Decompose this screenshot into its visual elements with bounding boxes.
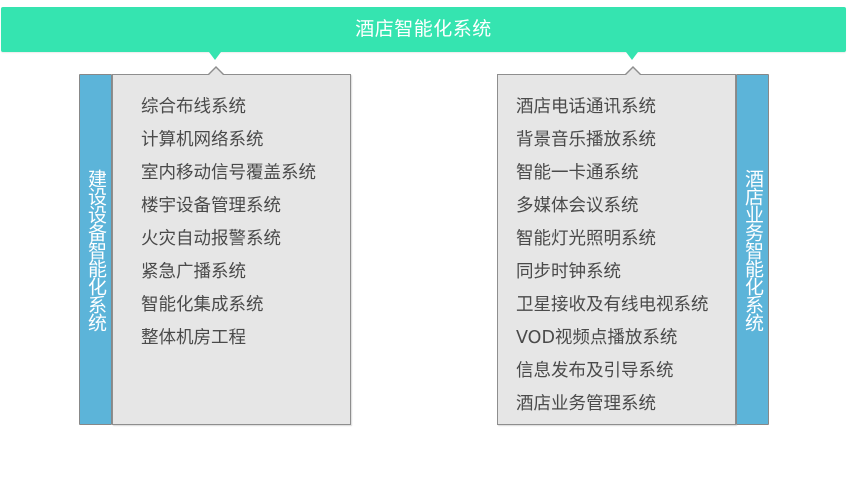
left-category-label: 建设设备智能化系统	[85, 168, 107, 331]
list-item: 背景音乐播放系统	[516, 130, 656, 150]
list-item: 酒店电话通讯系统	[516, 97, 656, 117]
right-category-bar: 酒店业务智能化系统	[736, 74, 769, 425]
list-item: 火灾自动报警系统	[141, 229, 281, 249]
banner-pointer-right	[626, 52, 638, 60]
list-item: VOD视频点播放系统	[516, 328, 678, 348]
list-item: 综合布线系统	[141, 97, 246, 117]
list-item: 卫星接收及有线电视系统	[516, 295, 709, 315]
list-item: 计算机网络系统	[141, 130, 264, 150]
list-item: 紧急广播系统	[141, 262, 246, 282]
list-item: 室内移动信号覆盖系统	[141, 163, 316, 183]
banner-pointer-left	[209, 52, 221, 60]
banner-title: 酒店智能化系统	[355, 18, 492, 40]
list-item: 智能灯光照明系统	[516, 229, 656, 249]
list-item: 楼宇设备管理系统	[141, 196, 281, 216]
left-panel-notch-fill	[208, 68, 224, 76]
right-category-label: 酒店业务智能化系统	[742, 168, 764, 331]
list-item: 智能化集成系统	[141, 295, 264, 315]
left-group: 建设设备智能化系统 综合布线系统 计算机网络系统 室内移动信号覆盖系统 楼宇设备…	[79, 66, 351, 425]
list-item: 多媒体会议系统	[516, 196, 639, 216]
list-item: 整体机房工程	[141, 328, 246, 348]
right-item-list: 酒店电话通讯系统 背景音乐播放系统 智能一卡通系统 多媒体会议系统 智能灯光照明…	[516, 91, 709, 421]
right-group: 酒店电话通讯系统 背景音乐播放系统 智能一卡通系统 多媒体会议系统 智能灯光照明…	[497, 66, 769, 425]
list-item: 酒店业务管理系统	[516, 394, 656, 414]
right-panel-notch-fill	[625, 68, 641, 76]
left-item-list: 综合布线系统 计算机网络系统 室内移动信号覆盖系统 楼宇设备管理系统 火灾自动报…	[141, 91, 316, 355]
left-category-bar: 建设设备智能化系统	[79, 74, 112, 425]
left-items-panel: 综合布线系统 计算机网络系统 室内移动信号覆盖系统 楼宇设备管理系统 火灾自动报…	[112, 66, 351, 425]
title-banner: 酒店智能化系统	[1, 7, 846, 52]
list-item: 智能一卡通系统	[516, 163, 639, 183]
list-item: 信息发布及引导系统	[516, 361, 674, 381]
list-item: 同步时钟系统	[516, 262, 621, 282]
right-items-panel: 酒店电话通讯系统 背景音乐播放系统 智能一卡通系统 多媒体会议系统 智能灯光照明…	[497, 66, 736, 425]
